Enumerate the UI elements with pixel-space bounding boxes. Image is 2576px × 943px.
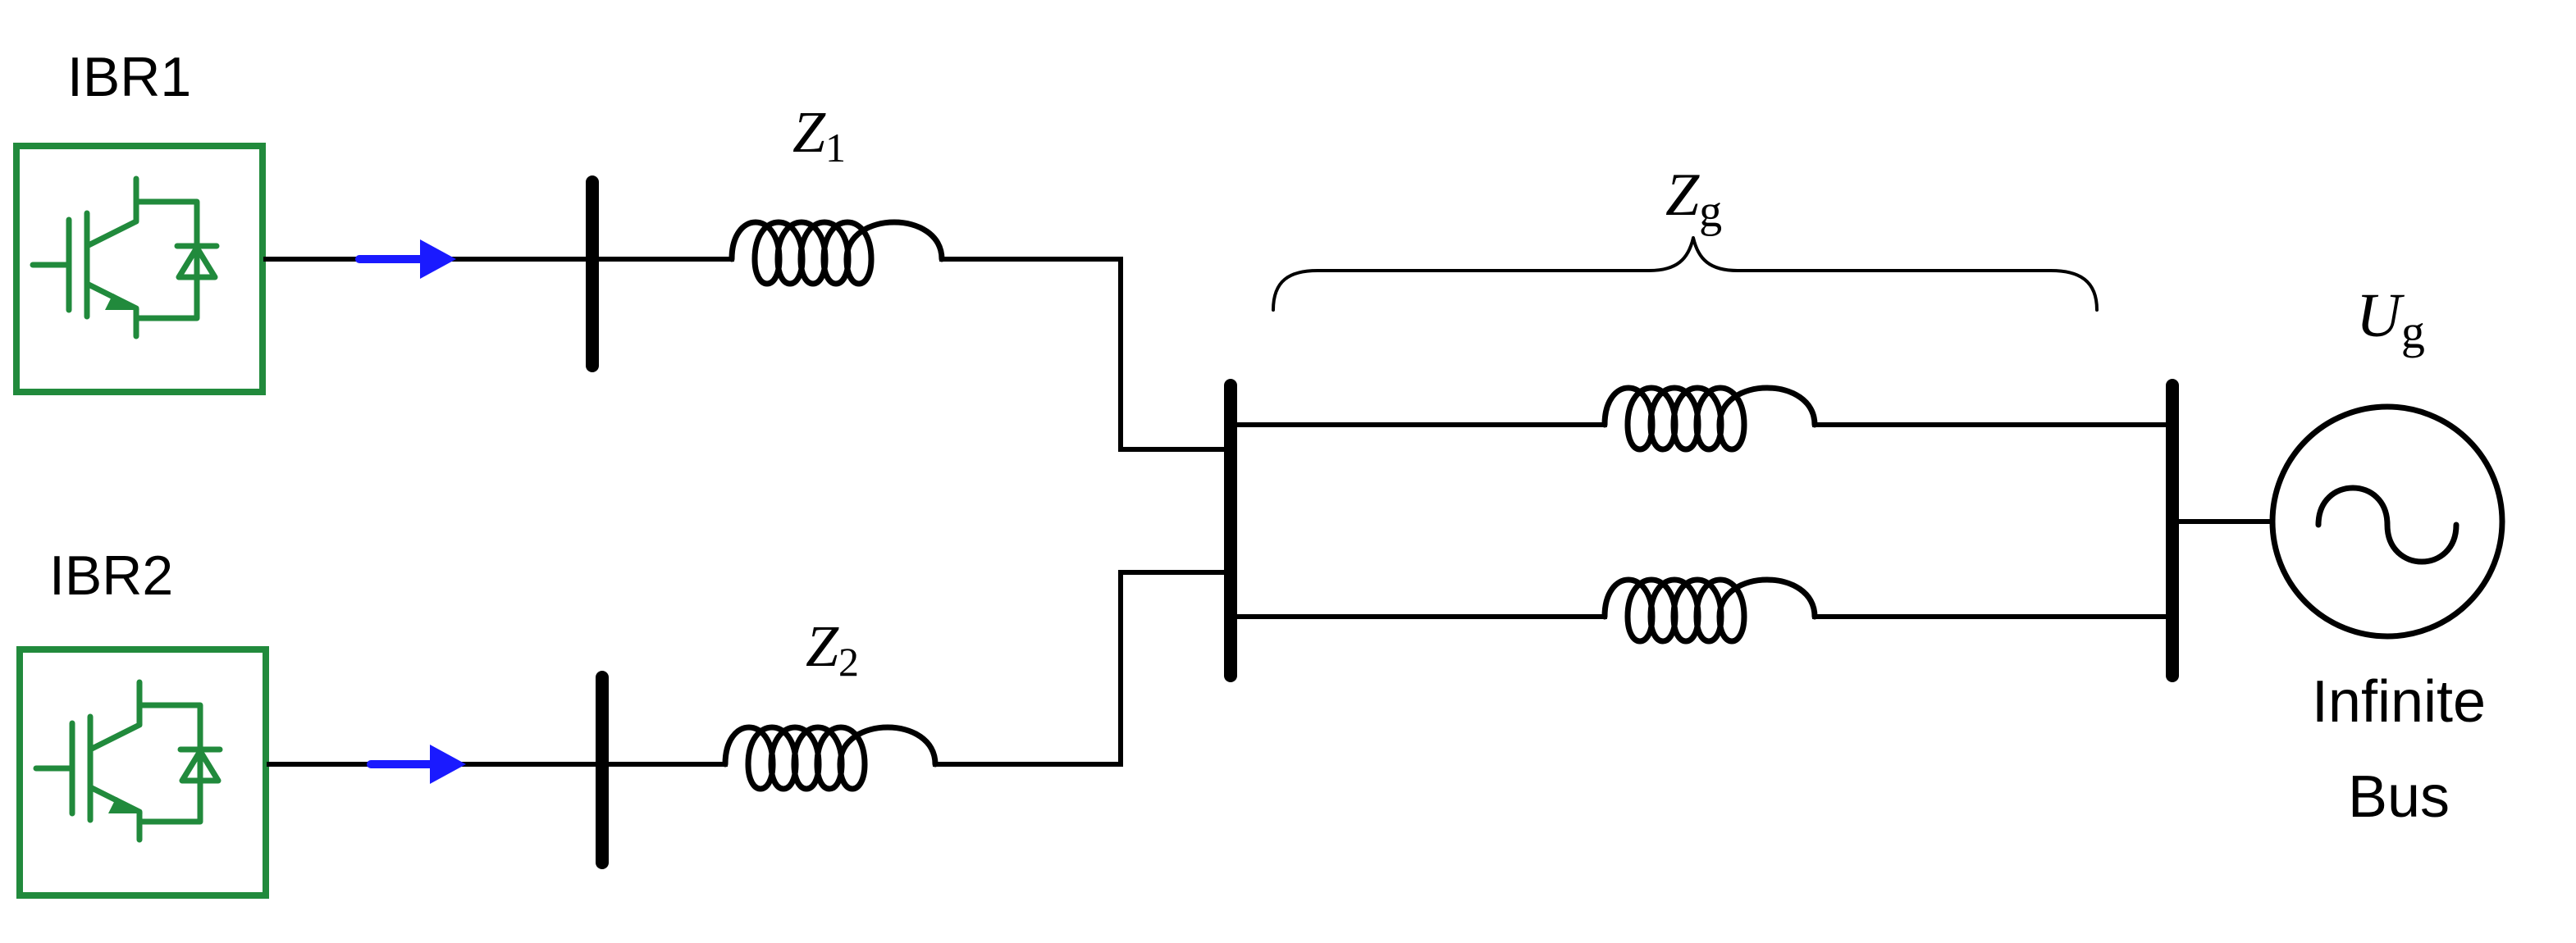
ibr2-line [933,570,1233,767]
z2-label: Z2 [806,613,859,685]
infinite-bus-label-line2: Bus [2348,764,2450,830]
converter-icon [20,649,266,895]
power-flow-arrow-icon [355,239,456,279]
inductor-icon [1605,388,1815,449]
inductor-icon [1605,580,1815,641]
ibr2-label: IBR2 [49,544,173,607]
infinite-bus-label-line1: Infinite [2312,669,2486,735]
ibr1-line [939,257,1233,452]
zg-label: Zg [1665,162,1722,237]
inductor-icon [725,727,935,789]
power-flow-arrow-icon [367,745,466,784]
inductor-icon [732,222,942,284]
zg-brace [1272,236,2099,312]
ug-label: Ug [2356,281,2425,358]
z1-label: Z1 [792,99,846,171]
ac-source-icon [2269,403,2505,640]
converter-icon [16,146,263,392]
ibr1-label: IBR1 [67,46,191,108]
